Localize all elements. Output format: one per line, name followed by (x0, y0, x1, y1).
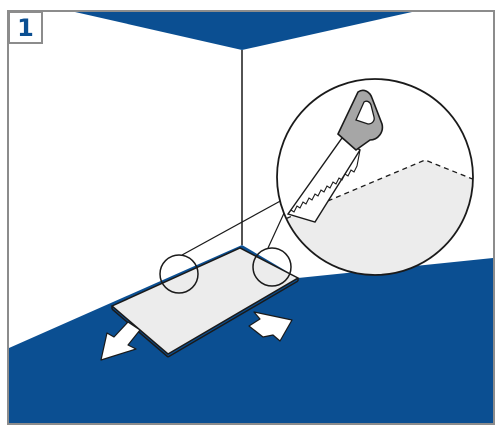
magnifier-outline (276, 78, 474, 276)
magnifier-detail (276, 78, 474, 276)
floor-panel-edge (111, 308, 169, 358)
floor (9, 245, 493, 423)
magnifier-connector (267, 210, 286, 249)
detail-circle-left (159, 254, 199, 294)
floor-panel-edge (167, 280, 299, 358)
arrow-down-right-icon (248, 311, 293, 342)
magnified-panel (278, 160, 473, 275)
arrow-down-left-icon (100, 321, 141, 361)
ceiling (75, 12, 412, 50)
magnifier-connector (181, 198, 285, 256)
step-number-badge: 1 (8, 11, 43, 44)
hand-saw-icon (286, 89, 384, 223)
saw-teeth (287, 149, 361, 215)
saw-handle-grip-hole (355, 100, 375, 125)
detail-circle-right (252, 247, 292, 287)
